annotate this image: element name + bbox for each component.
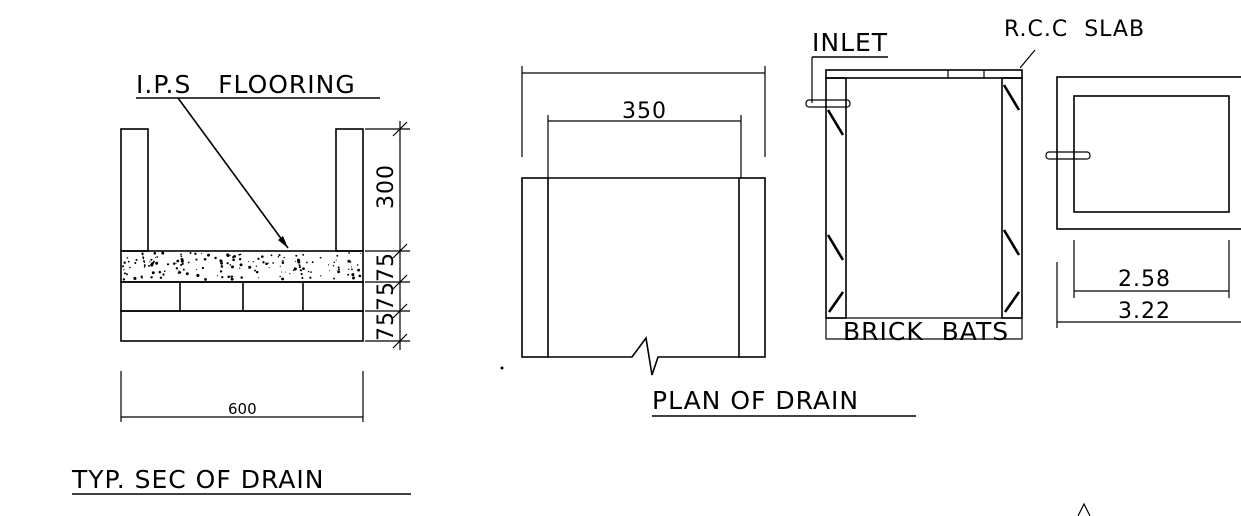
rcc-slab (825, 69, 1023, 79)
section-width-dimension: 600 (120, 371, 364, 422)
base-layer (120, 310, 364, 342)
plan-title: PLAN OF DRAIN (652, 386, 859, 415)
section-right-wall (335, 128, 364, 252)
section-title: TYP. SEC OF DRAIN (71, 465, 324, 494)
flooring-leader (177, 97, 289, 249)
plan-right-wall (738, 177, 766, 358)
slab-label: R.C.C SLAB (1004, 17, 1145, 42)
manhole-outer (1056, 76, 1241, 230)
manhole-plan: 2.58 3.22 (1045, 76, 1241, 516)
inlet-pipe (805, 99, 851, 108)
dim-layer-2: 75 (374, 281, 399, 311)
dim-plan-350: 350 (622, 99, 667, 124)
dim-width-600: 600 (228, 400, 257, 418)
inlet-label: INLET (812, 28, 888, 57)
dim-outer-3-22: 3.22 (1118, 299, 1171, 324)
plan-of-drain: 350 PLAN OF DRAIN (500, 66, 916, 417)
manhole-inner (1073, 95, 1230, 213)
manhole-plan-inlet-pipe (1045, 151, 1091, 160)
typical-section: I.P.S FLOORING 300 75 75 75 600 T (71, 70, 411, 495)
section-vertical-dimension: 300 75 75 75 (365, 121, 410, 350)
bricks-label: BRICK BATS (843, 317, 1009, 346)
brick-layer (120, 281, 364, 312)
dim-layer-3: 75 (374, 311, 399, 341)
dim-height-300: 300 (374, 164, 399, 209)
flooring-label: I.P.S FLOORING (136, 70, 356, 99)
dim-layer-1: 75 (374, 252, 399, 282)
manhole-right-wall (1001, 77, 1023, 319)
flooring-speckles (122, 251, 362, 281)
break-line (548, 335, 739, 376)
manhole-section: INLET R.C.C SLAB BRICK BATS (805, 17, 1145, 346)
brick-bats-base (825, 317, 1023, 340)
plan-left-wall (521, 177, 549, 358)
dim-inner-2-58: 2.58 (1118, 267, 1171, 292)
section-left-wall (120, 128, 149, 252)
